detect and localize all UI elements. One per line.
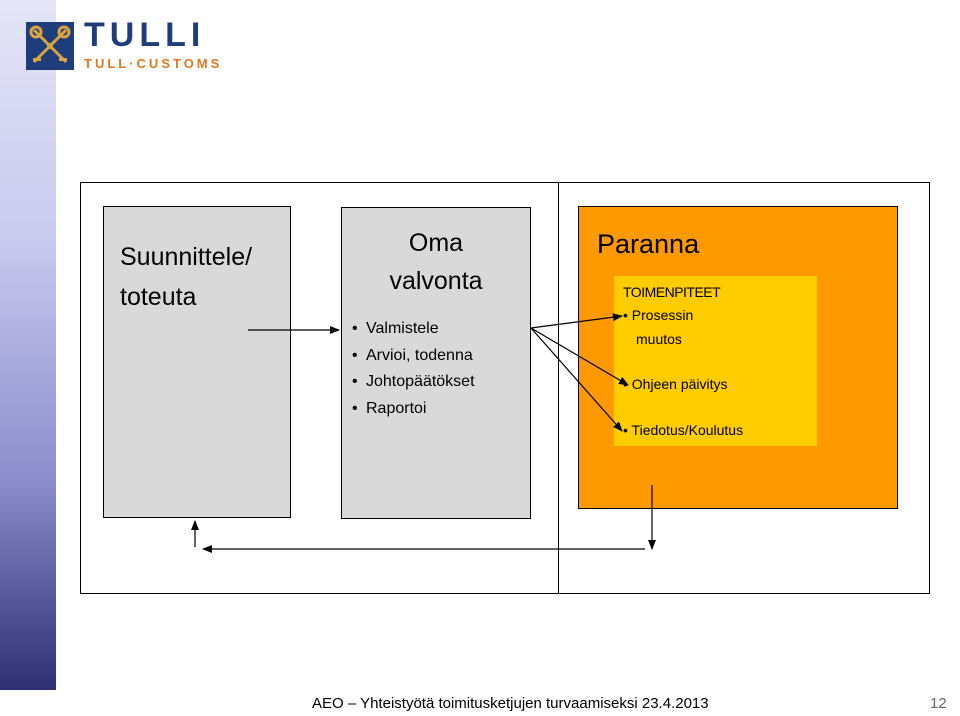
arrow-check-to-ohjeen (530, 327, 629, 386)
arrow-check-to-prosessin (530, 313, 623, 329)
diagram-frame (80, 182, 930, 594)
list-item: •Johtopäätökset (352, 373, 475, 390)
side-gradient-bar (0, 0, 56, 690)
list-item: •Valmistele (352, 320, 439, 337)
list-item: •Raportoi (352, 399, 427, 417)
logo-subtitle: TULL·CUSTOMS (84, 56, 223, 71)
list-item-continuation: muutos (636, 331, 682, 347)
actions-box: TOIMENPITEET • Prosessin muutos • Ohjeen… (614, 276, 817, 446)
logo-wordmark: TULLI (84, 16, 206, 54)
tulli-logo: TULLI TULL·CUSTOMS (26, 16, 266, 78)
arrow-check-to-tiedotus (530, 327, 623, 432)
plan-box-title: Suunnittele/ toteuta (120, 243, 253, 311)
frame-divider (558, 182, 559, 594)
check-box: Oma valvonta •Valmistele •Arvioi, todenn… (341, 207, 531, 519)
plan-box: Suunnittele/ toteuta (103, 206, 291, 518)
list-item: • Prosessin (623, 307, 694, 323)
list-item: •Arvioi, todenna (352, 346, 473, 364)
page-number: 12 (930, 695, 947, 712)
crossed-keys-emblem-icon (26, 22, 74, 70)
actions-heading: TOIMENPITEET (623, 284, 721, 300)
check-box-title: Oma valvonta (389, 229, 483, 295)
footer-text: AEO – Yhteistyötä toimitusketjujen turva… (312, 695, 709, 712)
check-box-list: •Valmistele •Arvioi, todenna •Johtopäätö… (352, 316, 475, 422)
act-box-title: Paranna (597, 229, 700, 259)
list-item: • Tiedotus/Koulutus (623, 422, 744, 438)
